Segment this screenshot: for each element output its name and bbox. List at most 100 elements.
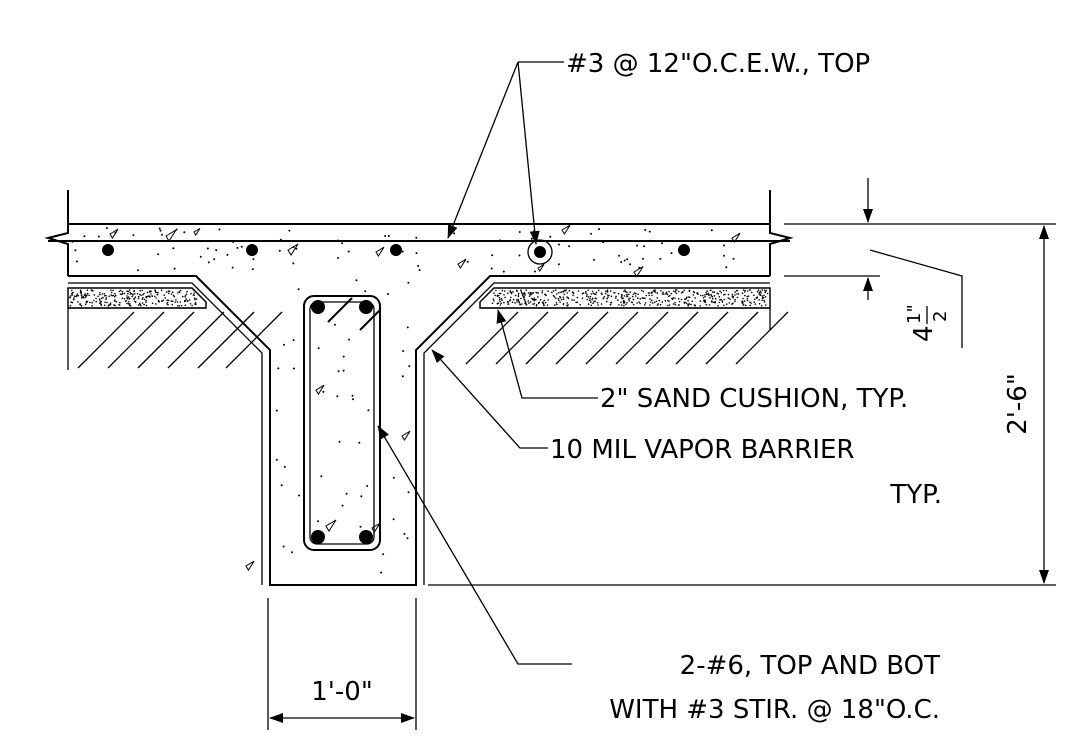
- sand-grain: [532, 292, 534, 294]
- sand-grain: [606, 291, 608, 293]
- sand-grain: [537, 292, 540, 294]
- aggregate-fleck: [292, 367, 295, 370]
- sand-grain: [492, 298, 495, 301]
- sand-grain: [593, 300, 595, 303]
- aggregate-fleck: [392, 476, 395, 479]
- sand-grain: [499, 292, 502, 295]
- sand-grain: [661, 293, 664, 295]
- beam-width-dimension: [267, 598, 417, 730]
- sand-grain: [620, 301, 622, 304]
- sand-grain: [734, 291, 736, 293]
- aggregate-fleck: [593, 258, 595, 261]
- aggregate-fleck: [620, 261, 623, 263]
- sand-grain: [747, 295, 750, 297]
- aggregate-fleck: [282, 545, 285, 548]
- sand-grain: [665, 291, 668, 294]
- aggregate-fleck: [415, 236, 418, 239]
- sand-grain: [105, 297, 108, 299]
- aggregate-fleck: [317, 347, 320, 350]
- sand-grain: [757, 289, 760, 291]
- sand-grain: [636, 297, 639, 300]
- sand-grain: [142, 293, 144, 296]
- sand-grain: [566, 292, 568, 294]
- sand-grain: [637, 293, 639, 296]
- earth-hatch-stroke: [167, 311, 225, 369]
- aggregate-fleck: [359, 525, 362, 528]
- aggregate-fleck: [275, 458, 278, 461]
- aggregate-stone: [371, 522, 381, 533]
- aggregate-fleck: [283, 465, 286, 468]
- sand-grain: [659, 304, 662, 306]
- sand-grain: [141, 298, 144, 300]
- sand-grain: [126, 298, 129, 300]
- sand-grain: [133, 290, 135, 293]
- sand-grain: [157, 291, 159, 294]
- sand-grain: [749, 304, 751, 307]
- sand-grain: [188, 299, 191, 301]
- sand-grain: [638, 301, 640, 303]
- sand-grain: [514, 302, 516, 304]
- aggregate-fleck: [128, 240, 131, 242]
- sand-grain: [754, 303, 757, 305]
- sand-grain: [133, 297, 136, 300]
- sand-grain: [511, 301, 514, 304]
- sand-grain: [75, 294, 78, 297]
- sand-grain: [131, 295, 133, 298]
- sand-grain: [746, 297, 749, 300]
- sand-grain: [504, 296, 506, 299]
- aggregate-fleck: [337, 370, 340, 373]
- aggregate-fleck: [341, 504, 344, 507]
- sand-grain: [713, 295, 716, 297]
- sand-grain: [593, 293, 596, 295]
- sand-grain: [186, 290, 188, 293]
- sand-grain: [102, 296, 104, 299]
- sand-grain: [185, 298, 187, 300]
- sand-grain: [113, 304, 115, 306]
- sand-grain: [507, 303, 510, 305]
- sand-grain: [523, 293, 526, 296]
- sand-grain: [80, 294, 83, 297]
- sand-grain: [742, 289, 745, 291]
- earth-hatch-stroke: [675, 311, 729, 365]
- sand-grain: [560, 291, 562, 294]
- sand-grain: [115, 301, 118, 303]
- sand-grain: [572, 292, 575, 295]
- sand-grain: [742, 303, 744, 305]
- sand-grain: [742, 304, 745, 306]
- sand-grain: [706, 290, 708, 292]
- aggregate-fleck: [206, 247, 209, 250]
- sand-grain: [760, 292, 762, 294]
- sand-grain: [98, 298, 101, 300]
- sand-grain: [497, 302, 500, 305]
- sand-grain: [750, 291, 753, 294]
- sand-grain: [756, 290, 759, 293]
- sand-grain: [587, 289, 589, 292]
- sand-grain: [573, 299, 575, 302]
- sand-grain: [129, 293, 132, 295]
- sand-grain: [129, 297, 131, 300]
- sand-grain: [525, 289, 528, 292]
- sand-grain: [627, 298, 630, 301]
- aggregate-fleck: [387, 293, 389, 295]
- sand-grain: [101, 293, 103, 295]
- aggregate-fleck: [406, 537, 409, 540]
- aggregate-fleck: [157, 253, 160, 256]
- aggregate-fleck: [159, 229, 162, 232]
- sand-grain: [105, 298, 107, 301]
- aggregate-fleck: [161, 233, 163, 236]
- sand-grain: [190, 292, 192, 295]
- aggregate-fleck: [280, 484, 283, 487]
- aggregate-fleck: [298, 494, 301, 497]
- sand-grain: [652, 302, 654, 304]
- aggregate-fleck: [213, 258, 216, 261]
- sand-grain: [724, 293, 726, 296]
- sand-grain: [167, 290, 170, 292]
- sand-grain: [710, 289, 712, 292]
- sand-grain: [674, 289, 677, 291]
- aggregate-fleck: [252, 258, 255, 261]
- sand-grain: [651, 299, 653, 302]
- sand-grain: [503, 301, 505, 304]
- sand-grain: [80, 290, 82, 292]
- sand-grain: [617, 292, 620, 295]
- sand-grain: [527, 300, 529, 302]
